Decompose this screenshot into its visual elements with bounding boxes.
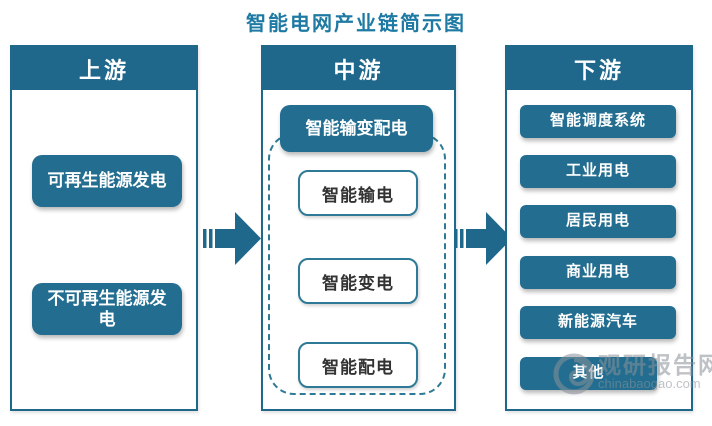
downstream-box-dispatch-system: 智能调度系统: [520, 105, 676, 138]
flow-arrow-icon: [203, 212, 261, 265]
downstream-box-residential-power: 居民用电: [520, 205, 676, 238]
midstream-box-distribution: 智能配电: [298, 342, 418, 388]
upstream-box-renewable-power: 可再生能源发电: [32, 155, 182, 207]
diagram-title: 智能电网产业链简示图: [246, 13, 466, 35]
upstream-box-nonrenewable-power: 不可再生能源发电: [32, 283, 182, 335]
downstream-header: 下游: [507, 47, 691, 90]
midstream-group-box: 智能输变配电: [280, 105, 433, 152]
midstream-box-substation: 智能变电: [298, 258, 418, 304]
upstream-column: 上游: [10, 45, 198, 411]
midstream-header: 中游: [263, 47, 454, 90]
flow-arrow-icon: [454, 212, 512, 265]
midstream-box-transmission: 智能输电: [298, 170, 418, 216]
downstream-box-commercial-power: 商业用电: [520, 256, 676, 289]
downstream-box-other: 其他: [520, 357, 657, 390]
downstream-box-industrial-power: 工业用电: [520, 155, 676, 188]
upstream-header: 上游: [12, 47, 196, 90]
downstream-box-new-energy-vehicles: 新能源汽车: [520, 306, 676, 339]
